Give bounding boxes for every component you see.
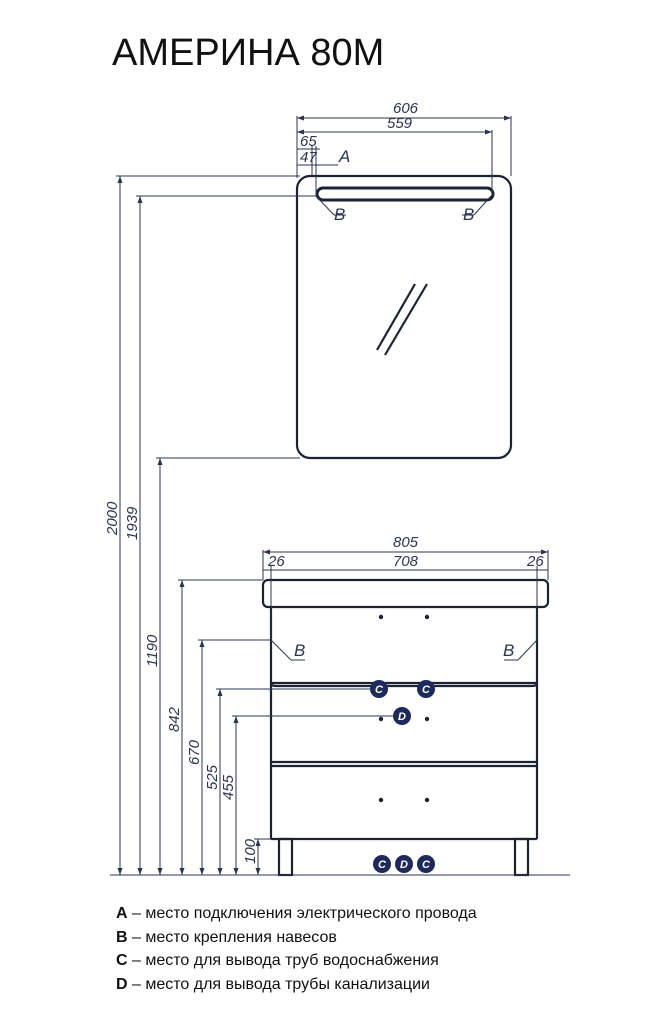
dim-559: 559 xyxy=(387,115,413,132)
svg-text:C: C xyxy=(378,859,387,871)
page-title: АМЕРИНА 80М xyxy=(112,32,385,74)
svg-text:D: D xyxy=(400,859,408,871)
dim-26-right: 26 xyxy=(526,553,544,570)
mirror-light-bar xyxy=(315,186,495,202)
dim-708: 708 xyxy=(393,553,419,570)
legend-item-b: B – место крепления навесов xyxy=(116,928,337,946)
badge-c-floor-right: C xyxy=(417,855,435,873)
marker-a: A xyxy=(338,147,350,166)
svg-text:C: C xyxy=(422,859,431,871)
dim-1939: 1939 xyxy=(124,506,141,540)
dim-842: 842 xyxy=(166,706,183,732)
marker-b-mirror-left: B xyxy=(334,205,345,224)
marker-b-mirror-right: B xyxy=(463,205,474,224)
mirror-reflection-line-2 xyxy=(384,283,428,356)
washbasin-top xyxy=(261,578,550,609)
legend-item-a: A – место подключения электрического про… xyxy=(116,905,477,922)
legend: A – место подключения электрического про… xyxy=(116,902,477,996)
dim-606: 606 xyxy=(393,100,419,117)
dim-47: 47 xyxy=(300,149,317,166)
dim-26-left: 26 xyxy=(267,553,285,570)
mirror-frame xyxy=(295,174,513,460)
dim-1190: 1190 xyxy=(144,634,161,667)
badge-c-floor-left: C xyxy=(373,855,391,873)
dim-805: 805 xyxy=(393,534,419,551)
vanity-cabinet xyxy=(261,578,550,877)
dim-670: 670 xyxy=(186,739,203,765)
dim-455: 455 xyxy=(220,774,237,800)
leg-right xyxy=(513,837,530,877)
drawer-upper xyxy=(269,682,539,688)
badge-c-upper-left: C xyxy=(370,680,388,698)
legend-item-d: D – место для вывода трубы канализации xyxy=(116,975,430,993)
dim-525: 525 xyxy=(204,764,221,790)
badge-d-floor: D xyxy=(395,855,413,873)
cabinet-dimensions xyxy=(262,549,549,661)
mirror xyxy=(295,174,513,460)
badge-d-upper: D xyxy=(393,707,411,725)
marker-b-cabinet-right: B xyxy=(503,641,514,660)
badge-c-upper-right: C xyxy=(417,680,435,698)
dim-100: 100 xyxy=(242,838,259,864)
mounting-holes xyxy=(378,614,430,803)
svg-text:C: C xyxy=(422,684,431,696)
leg-left xyxy=(277,837,294,877)
mirror-dimensions xyxy=(296,115,512,216)
mirror-reflection-line-1 xyxy=(376,283,416,351)
legend-item-c: C – место для вывода труб водоснабжения xyxy=(116,952,439,969)
svg-text:D: D xyxy=(398,711,406,723)
dim-2000: 2000 xyxy=(104,501,121,536)
marker-b-cabinet-left: B xyxy=(294,641,305,660)
height-dimensions xyxy=(110,175,570,876)
svg-text:C: C xyxy=(375,684,384,696)
dim-65: 65 xyxy=(300,133,317,150)
